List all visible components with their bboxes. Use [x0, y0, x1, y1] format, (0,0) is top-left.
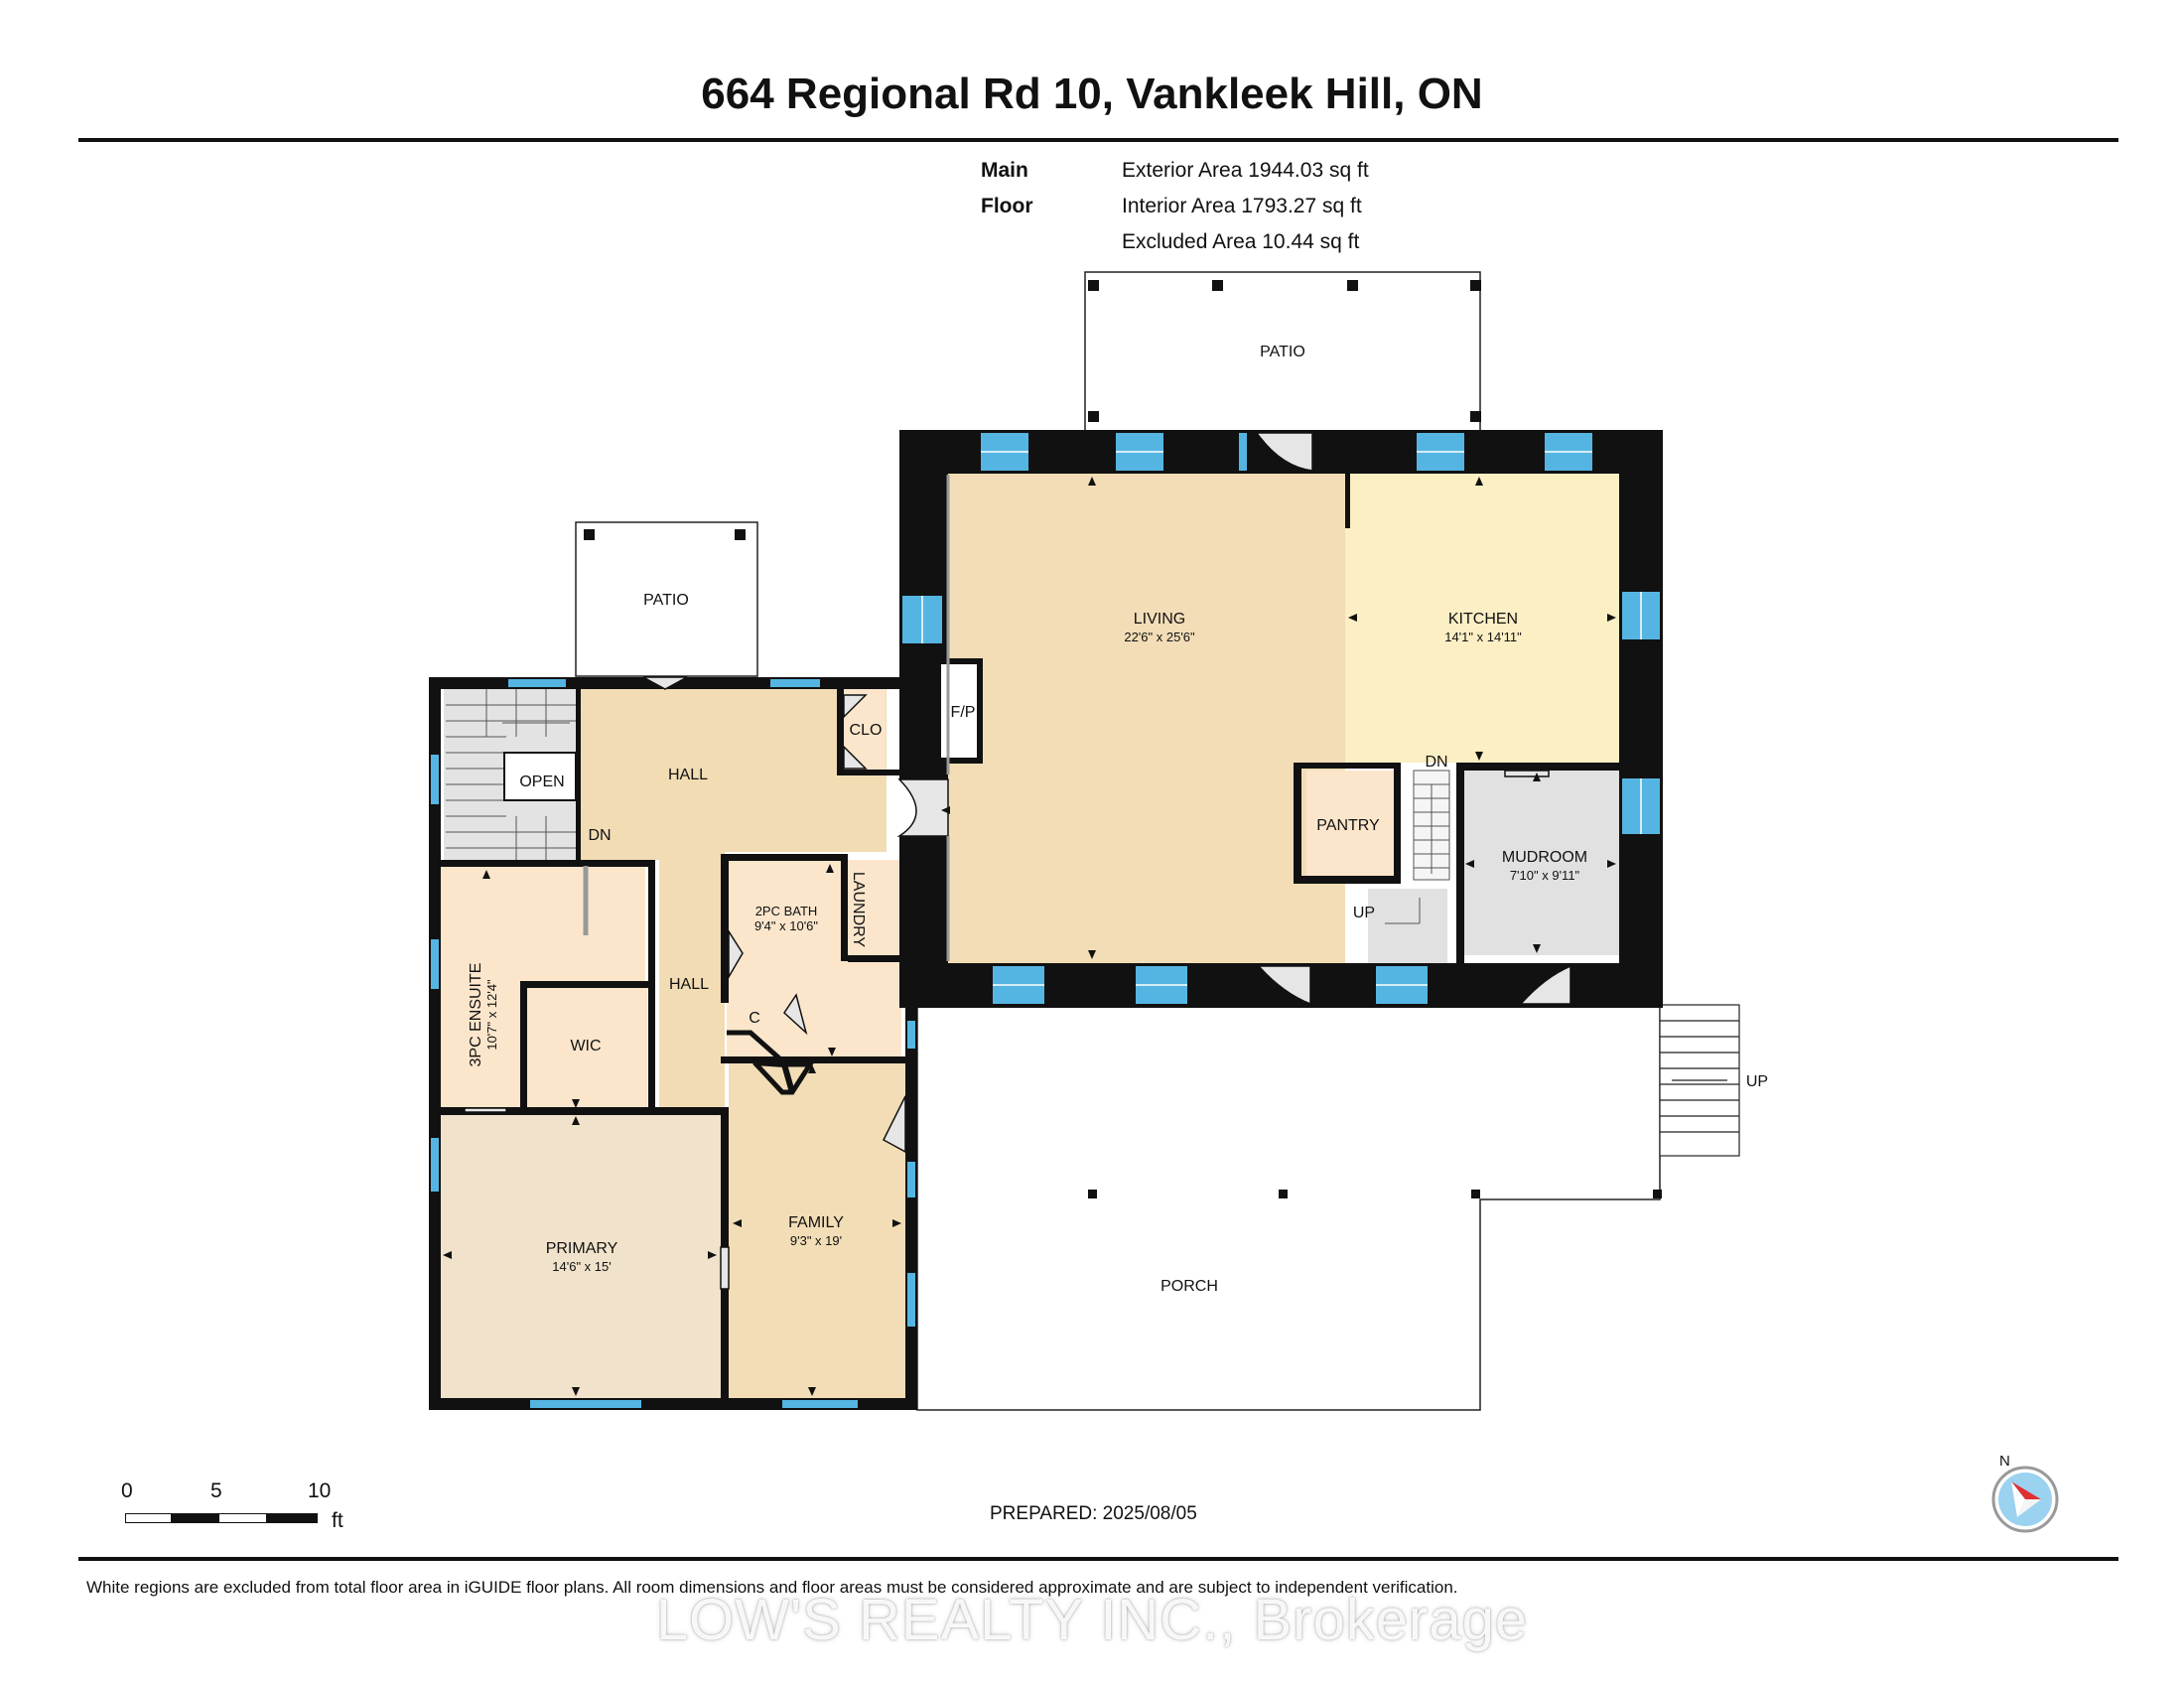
- brokerage-watermark: LOW'S REALTY INC., Brokerage: [655, 1588, 1529, 1652]
- up-right-label: UP: [1353, 905, 1375, 921]
- floor-label: Main Floor: [981, 159, 1033, 217]
- scale-seg-3: [218, 1513, 268, 1523]
- bath-label: 2PC BATH: [755, 904, 818, 918]
- family-label: FAMILY: [788, 1214, 844, 1231]
- family-room: [729, 1060, 905, 1400]
- scale-unit: ft: [332, 1509, 343, 1532]
- primary-label: PRIMARY: [546, 1240, 618, 1257]
- pantry-label: PANTRY: [1316, 817, 1380, 834]
- hall-upper-label: HALL: [668, 767, 708, 783]
- patio-left-label: PATIO: [643, 592, 689, 609]
- porch-outline: [916, 1004, 1661, 1411]
- kitchen-room: [1345, 473, 1619, 763]
- ensuite-label: 3PC ENSUITE: [468, 963, 484, 1067]
- bath-dim: 9'4" x 10'6": [754, 918, 818, 933]
- exterior-area: Exterior Area 1944.03 sq ft: [1122, 159, 1369, 182]
- scale-seg-2: [171, 1513, 220, 1523]
- pantry-room: [1306, 771, 1394, 878]
- stairs-right: [1385, 770, 1450, 924]
- excluded-area: Excluded Area 10.44 sq ft: [1122, 230, 1360, 253]
- interior-area: Interior Area 1793.27 sq ft: [1122, 195, 1362, 217]
- door-swings: [464, 432, 1571, 1290]
- closet-c-wall: [727, 1030, 815, 1095]
- dn-left-label: DN: [588, 827, 611, 844]
- scale-tick-10: 10: [308, 1479, 332, 1502]
- disclaimer: White regions are excluded from total fl…: [86, 1578, 1458, 1597]
- scale-seg-1: [125, 1513, 173, 1523]
- stairs-left: [446, 689, 577, 860]
- mudroom-dim: 7'10" x 9'11": [1510, 868, 1580, 883]
- ensuite-dim: 10'7" x 12'4": [484, 979, 499, 1051]
- dimension-arrows: [443, 477, 1616, 1396]
- kitchen-label: KITCHEN: [1448, 611, 1518, 628]
- scale-tick-0: 0: [121, 1479, 133, 1502]
- dn-right-label: DN: [1425, 754, 1447, 771]
- primary-dim: 14'6" x 15': [552, 1259, 611, 1274]
- open-well: [503, 752, 577, 801]
- scale-tick-5: 5: [210, 1479, 222, 1502]
- patio-left-outline: [575, 521, 758, 677]
- mudroom-room: [1462, 771, 1619, 955]
- hall-area: [577, 689, 887, 1112]
- open-label: OPEN: [519, 774, 564, 790]
- scale-bar: 0 5 10 ft: [121, 1479, 349, 1539]
- patio-top-label: PATIO: [1260, 344, 1305, 360]
- kitchen-dim: 14'1" x 14'11": [1444, 630, 1522, 644]
- page-title: 664 Regional Rd 10, Vankleek Hill, ON: [701, 70, 1483, 118]
- header-divider: [78, 138, 2118, 142]
- living-room: [948, 473, 1345, 963]
- primary-room: [437, 1112, 725, 1400]
- mudroom-label: MUDROOM: [1502, 849, 1587, 866]
- family-dim: 9'3" x 19': [790, 1233, 842, 1248]
- living-label: LIVING: [1134, 611, 1185, 628]
- patio-top-outline: [1084, 271, 1481, 434]
- laundry-label: LAUNDRY: [850, 872, 867, 948]
- closet-c-label: C: [749, 1010, 760, 1027]
- living-dim: 22'6" x 25'6": [1124, 630, 1195, 644]
- wic-room: [523, 983, 647, 1107]
- porch-up-label: UP: [1746, 1073, 1768, 1090]
- scale-seg-4: [266, 1513, 318, 1523]
- compass-north: N: [1999, 1453, 2010, 1470]
- window-sashes: [921, 451, 1642, 986]
- fireplace-label: F/P: [951, 704, 976, 721]
- prepared-date: PREPARED: 2025/08/05: [990, 1503, 1197, 1524]
- porch-steps: [1659, 1004, 1740, 1157]
- wic-label: WIC: [570, 1038, 601, 1055]
- stair-landing: [1368, 889, 1447, 963]
- porch-label: PORCH: [1160, 1278, 1218, 1295]
- clo-label: CLO: [850, 722, 883, 739]
- hall-lower-label: HALL: [669, 976, 709, 993]
- compass-icon: N: [1985, 1452, 2065, 1533]
- footer-divider: [78, 1557, 2118, 1561]
